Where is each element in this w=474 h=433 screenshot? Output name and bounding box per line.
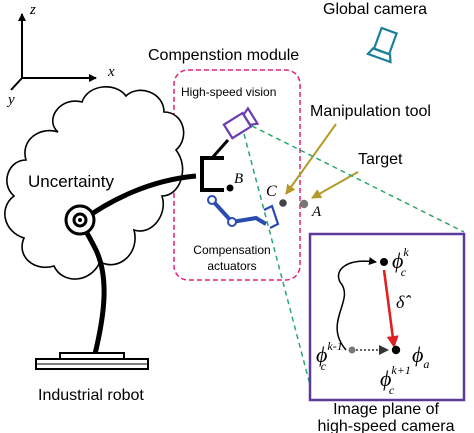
compensation-module-label: Compenstion module (148, 47, 299, 64)
axis-x-label: x (107, 64, 115, 80)
axis-z-label: z (29, 2, 36, 18)
point-a-label: A (311, 204, 322, 220)
target-arrow (311, 171, 359, 199)
uncertainty-label: Uncertainty (28, 172, 114, 191)
image-plane-label-line1: Image plane of (333, 401, 439, 418)
point-b-label: B (234, 171, 243, 187)
image-plane-label-line2: high-speed camera (318, 418, 455, 433)
end-effector-bracket (200, 156, 224, 192)
image-plane-contents (336, 257, 401, 355)
robot-base (35, 352, 149, 370)
coordinate-axes: z x y (6, 2, 115, 108)
projection-line-left (243, 133, 315, 401)
point-c (279, 199, 287, 207)
delta-hat-arrow (382, 269, 399, 348)
manipulation-tool-arrow (285, 123, 337, 195)
global-camera-icon (365, 26, 399, 64)
point-c-label: C (266, 183, 277, 200)
manipulation-tool-label: Manipulation tool (310, 103, 431, 120)
compensation-actuators (207, 195, 280, 229)
compensation-actuators-label-line1: Compensation (193, 243, 270, 257)
point-phi-c-k (380, 258, 388, 266)
image-plane-box (308, 232, 466, 402)
high-speed-camera-icon (222, 106, 260, 140)
uncertainty-cloud (4, 86, 185, 280)
trajectory-curve (336, 257, 377, 351)
industrial-robot-label: Industrial robot (38, 387, 144, 404)
compensation-actuators-label-line2: actuators (207, 259, 256, 273)
point-phi-c-k-minus-1 (348, 346, 356, 354)
projection-line-right (251, 125, 465, 233)
point-phi-c-k-plus-1 (391, 345, 401, 355)
high-speed-vision-label: High-speed vision (181, 85, 276, 99)
global-camera-label: Global camera (323, 1, 427, 18)
target-label: Target (358, 151, 403, 168)
axis-y-label: y (6, 92, 15, 108)
phi-a-label: ϕa (412, 342, 429, 371)
point-b (226, 184, 234, 192)
point-a (299, 199, 309, 209)
industrial-robot-arm (64, 173, 197, 367)
camera-mount (210, 139, 230, 159)
